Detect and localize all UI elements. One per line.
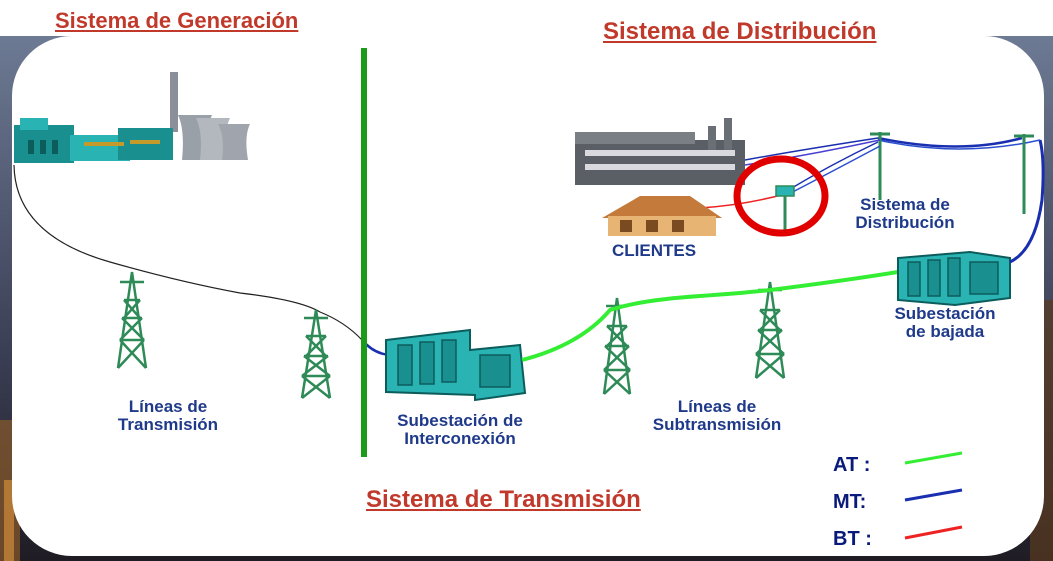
subtransmission-lines-label: Líneas de Subtransmisión — [637, 398, 797, 434]
distribution-mt-line — [1009, 139, 1045, 264]
factory-icon — [575, 118, 745, 185]
legend-key-at: AT : — [833, 454, 871, 476]
transmission-system-header: Sistema de Transmisión — [366, 486, 641, 513]
transmission-lines-label-line2: Transmisión — [117, 415, 219, 434]
legend-key-mt: MT: — [833, 491, 867, 513]
house-icon — [602, 196, 722, 236]
interconnection-substation-icon — [385, 328, 527, 402]
interconnection-substation-label-line1: Subestación de — [397, 411, 523, 430]
interconnection-substation-label-line2: Interconexión — [404, 429, 516, 448]
distribution-system-header: Sistema de Distribución — [603, 18, 877, 45]
step-down-substation-label-line1: Subestación — [894, 304, 996, 323]
transmission-tower-2 — [300, 309, 332, 399]
transmission-tower-1 — [116, 271, 148, 369]
step-down-substation-label: Subestación de bajada — [890, 305, 1000, 341]
subtransmission-lines-label-line1: Líneas de — [677, 397, 757, 416]
step-down-substation-icon — [897, 250, 1011, 307]
generation-system-header: Sistema de Generación — [55, 8, 299, 33]
power-plant-icon — [14, 72, 250, 163]
subtransmission-tower-2 — [754, 281, 786, 379]
distribution-pole-icons — [870, 132, 1034, 214]
clients-label: CLIENTES — [612, 241, 697, 260]
legend-key-bt: BT : — [833, 528, 872, 550]
step-down-substation-label-line2: de bajada — [905, 322, 985, 341]
transformer-pole-icon — [775, 185, 795, 230]
distribution-system-label-line1: Sistema de — [860, 195, 950, 214]
highlight-circle — [733, 155, 829, 237]
legend-line-mt — [904, 488, 963, 502]
distribution-system-label: Sistema de Distribución — [850, 196, 960, 232]
subtransmission-line — [521, 268, 911, 362]
legend-line-at — [904, 451, 963, 465]
distribution-system-label-line2: Distribución — [855, 213, 955, 232]
interconnection-substation-label: Subestación de Interconexión — [385, 412, 535, 448]
legend-line-bt — [904, 525, 963, 540]
transmission-lines-label: Líneas de Transmisión — [108, 398, 228, 434]
subtransmission-lines-label-line2: Subtransmisión — [652, 415, 782, 434]
generation-line — [13, 164, 363, 341]
transmission-lines-label-line1: Líneas de — [128, 397, 208, 416]
